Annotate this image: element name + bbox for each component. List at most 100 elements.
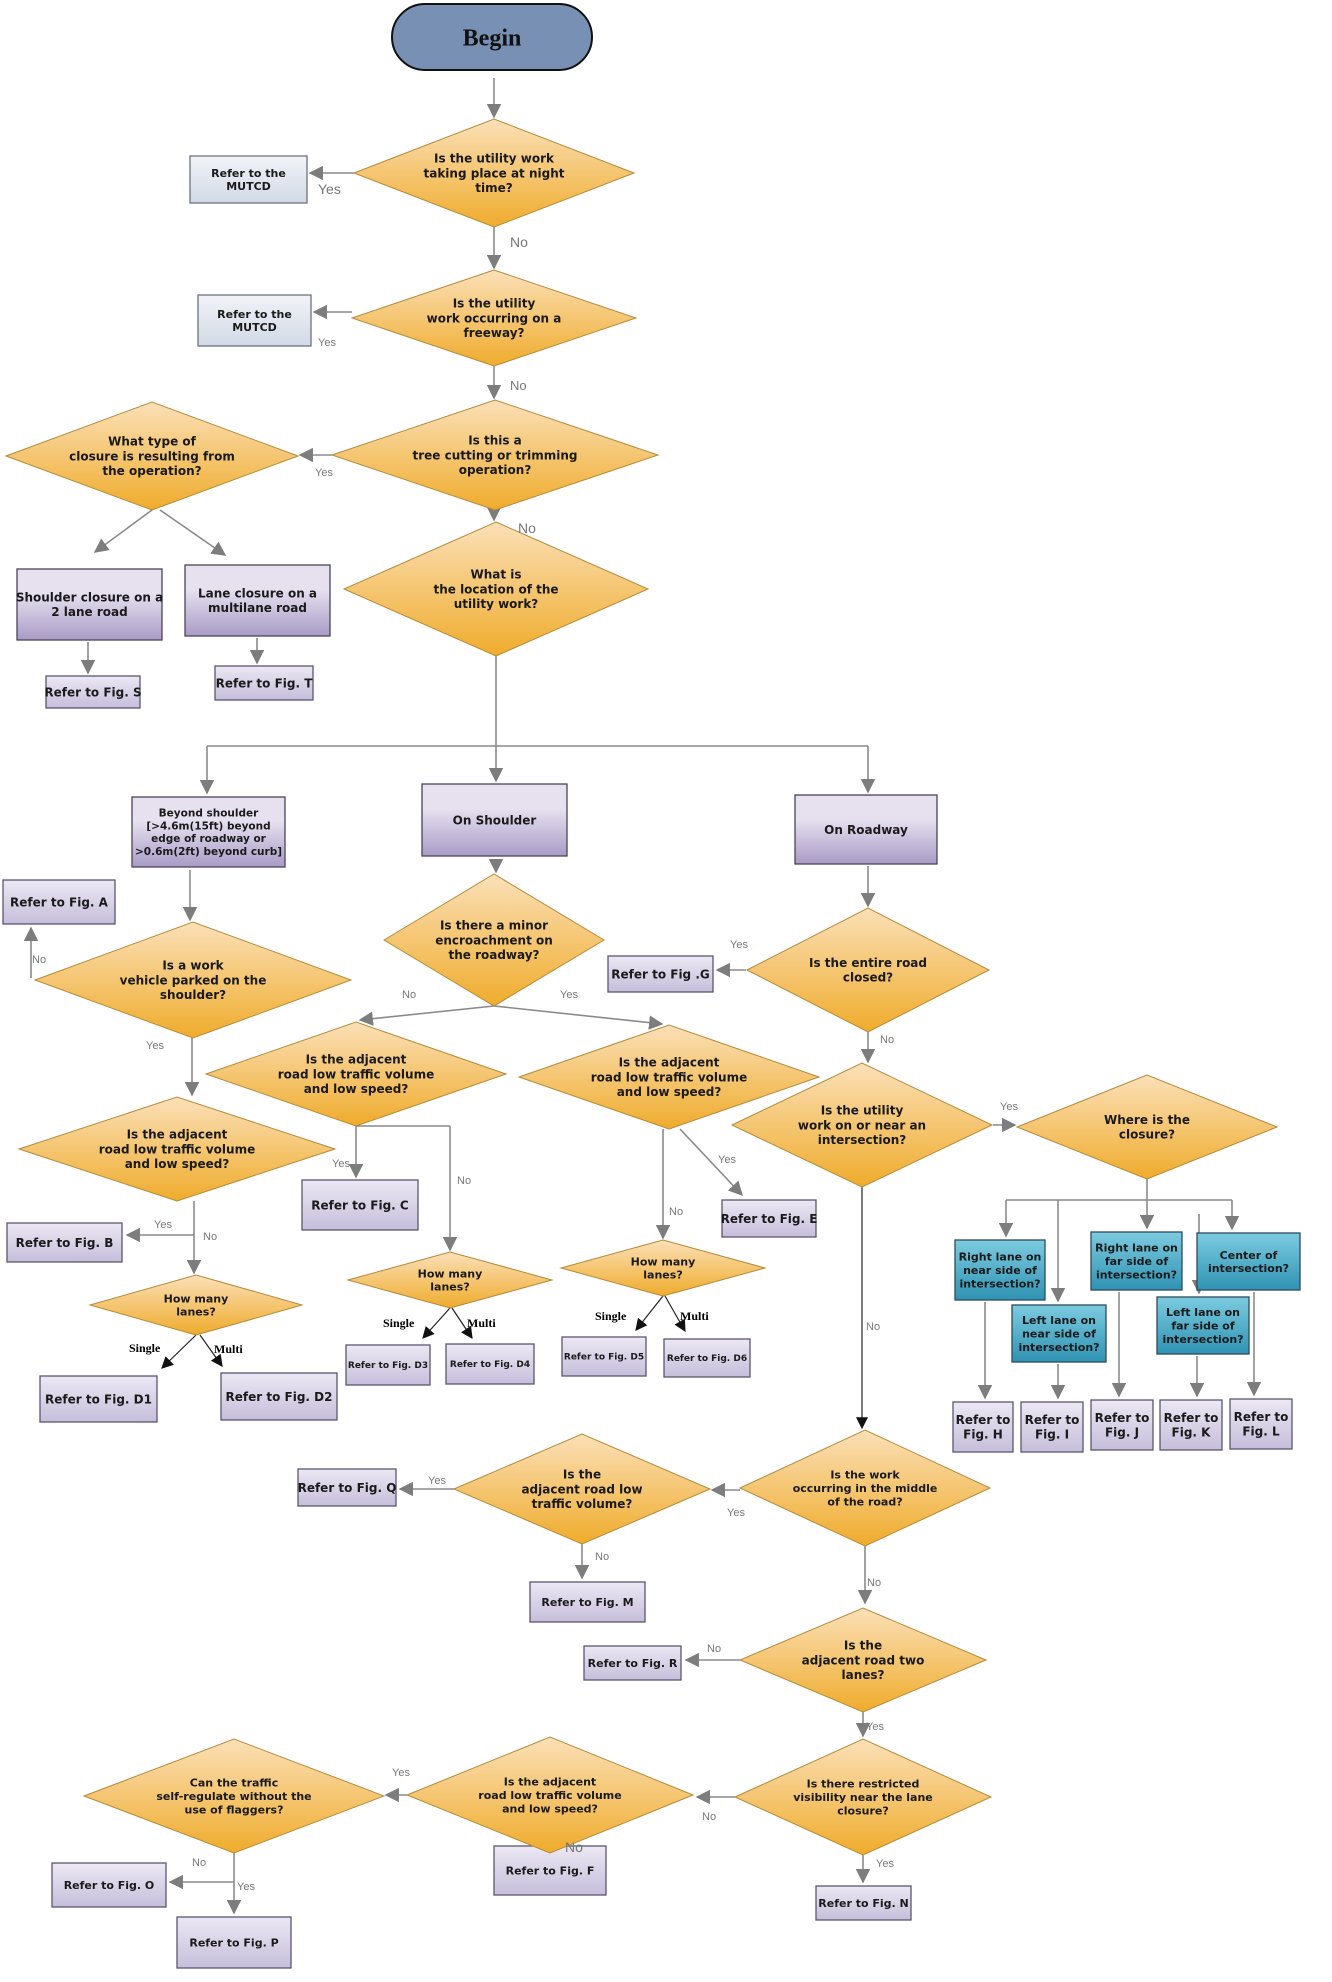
edge-label-vehicle-yes: Yes: [146, 1040, 164, 1052]
node-label: closure?: [837, 1804, 889, 1817]
node-label: [>4.6m(15ft) beyond: [146, 820, 270, 832]
edge-label-lanes-b-single: Single: [383, 1316, 415, 1330]
decision-diamond: [1015, 1074, 1279, 1180]
node-label: near side of: [1022, 1327, 1096, 1340]
question-box-box: [1090, 1231, 1183, 1291]
reference-box: [2, 879, 116, 925]
connector-arrow: [199, 1334, 223, 1367]
node-label: the location of the: [433, 582, 558, 596]
edge-label-lanes-a-single: Single: [129, 1341, 161, 1355]
edge-label-adj-bottom-yes: Yes: [392, 1767, 410, 1779]
node-label: Lane closure on a: [198, 587, 317, 601]
node-label: Fig. J: [1105, 1426, 1139, 1440]
node-label: road low traffic volume: [278, 1067, 434, 1081]
edge-label-adj-b-yes: Yes: [718, 1154, 736, 1166]
node-label: intersection?: [1018, 1341, 1099, 1354]
decision-diamond: [559, 1239, 767, 1297]
node-label: visibility near the lane: [793, 1791, 933, 1804]
reference-box: [815, 1885, 912, 1921]
node-label: Is the entire road: [809, 956, 927, 970]
question-box-box: [954, 1239, 1046, 1301]
node-label: Center of: [1220, 1249, 1278, 1262]
node-label: Refer to the: [211, 167, 286, 180]
node-label: adjacent road low: [521, 1482, 642, 1496]
fig-t-node: Refer to Fig. T: [214, 665, 314, 701]
node-label: Is the utility: [821, 1104, 904, 1118]
node-label: Begin: [463, 26, 522, 52]
fig-r-node: Refer to Fig. R: [583, 1645, 682, 1681]
node-label: work on or near an: [798, 1118, 926, 1132]
edge-label-vehicle-no: No: [32, 954, 46, 966]
connector-arrow: [451, 1307, 473, 1339]
fig-p-node: Refer to Fig. P: [176, 1916, 292, 1969]
node-label: Left lane on: [1022, 1314, 1096, 1327]
node-label: Refer to Fig. B: [16, 1236, 114, 1250]
node-label: How many: [164, 1292, 229, 1305]
edge-label-adj-b-no: No: [669, 1206, 683, 1218]
reference-box: [721, 1199, 817, 1238]
node-label: intersection?: [1096, 1268, 1177, 1281]
node-label: lanes?: [176, 1306, 215, 1319]
edge-label-vis-yes: Yes: [876, 1858, 894, 1870]
fig-d5-node: Refer to Fig. D5: [561, 1336, 647, 1377]
node-label: the roadway?: [448, 948, 539, 962]
node-label: 2 lane road: [51, 605, 127, 619]
fig-a-node: Refer to Fig. A: [2, 879, 116, 925]
node-label: road low traffic volume: [478, 1789, 621, 1802]
node-label: Is the adjacent: [504, 1776, 596, 1789]
connector-arrow: [493, 1005, 664, 1030]
node-label: freeway?: [463, 326, 524, 340]
node-label: Shoulder closure on a: [16, 591, 163, 605]
reference-box: [176, 1916, 292, 1969]
node-label: Right lane on: [1095, 1242, 1178, 1255]
node-label: of the road?: [827, 1495, 902, 1508]
node-label: Refer to: [1234, 1410, 1289, 1424]
process-box: [421, 783, 568, 857]
node-label: taking place at night: [423, 166, 564, 180]
process-box: [794, 794, 938, 865]
node-label: self-regulate without the: [156, 1790, 311, 1803]
node-label: Is the adjacent: [127, 1128, 228, 1142]
node-label: shoulder?: [160, 988, 226, 1002]
decision-diamond: [4, 401, 300, 511]
shoulder-2lane-node: Shoulder closure on a2 lane road: [16, 568, 163, 641]
decision-diamond: [738, 1429, 992, 1547]
node-label: and low speed?: [304, 1082, 409, 1096]
process-box: [131, 796, 286, 868]
edge-label-night-yes: Yes: [318, 181, 341, 197]
edge-label-adj-bottom-no: No: [565, 1839, 583, 1855]
node-label: closure?: [1119, 1128, 1175, 1142]
node-label: closed?: [843, 971, 893, 985]
edge-label-lanes-b-multi: Multi: [467, 1316, 496, 1330]
node-label: near side of: [963, 1264, 1037, 1277]
process-box: [184, 564, 331, 637]
node-label: traffic volume?: [532, 1497, 633, 1511]
reference-box: [1159, 1399, 1223, 1451]
node-label: Refer to Fig. R: [588, 1657, 678, 1670]
node-label: What is: [470, 568, 521, 582]
node-label: Refer to Fig. D2: [226, 1390, 333, 1404]
node-label: MUTCD: [226, 180, 271, 193]
node-label: work occurring on a: [427, 311, 562, 325]
node-label: Refer to Fig .G: [611, 967, 709, 981]
edge-label-adj-a-yes: Yes: [332, 1158, 350, 1170]
on-roadway-node: On Roadway: [794, 794, 938, 865]
node-label: Is the work: [830, 1469, 900, 1482]
edge-label-closed-yes: Yes: [730, 939, 748, 951]
node-label: Left lane on: [1166, 1306, 1240, 1319]
